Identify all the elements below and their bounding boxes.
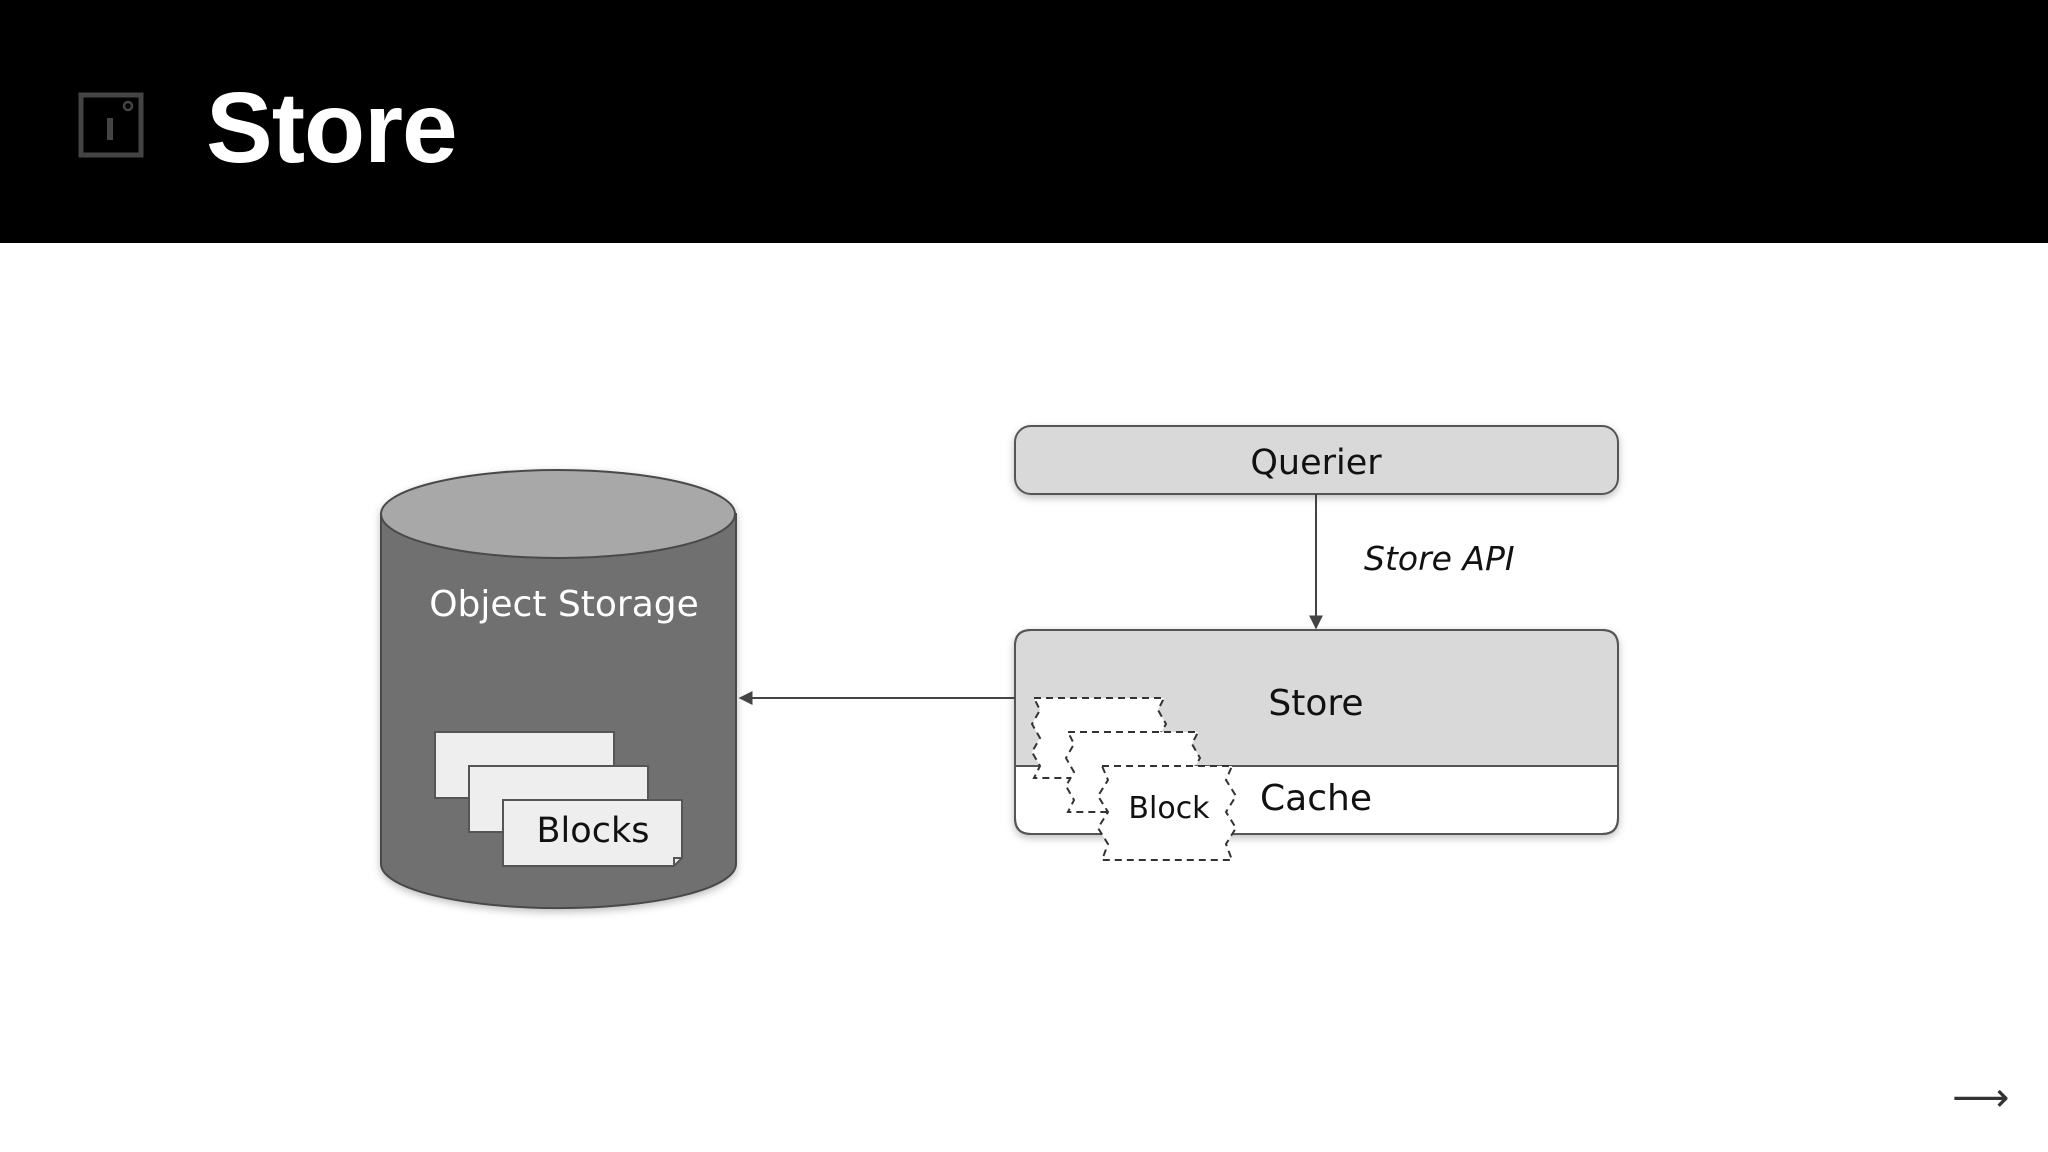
object-storage-label: Object Storage (429, 584, 699, 625)
cache-label: Cache (1260, 778, 1372, 819)
arrow-right-icon[interactable]: ⟶ (1952, 1075, 2010, 1121)
store-api-label: Store API (1364, 539, 1515, 578)
store-label: Store (1268, 683, 1363, 724)
cached-block-label: Block (1128, 791, 1210, 826)
blocks-label: Blocks (537, 811, 650, 851)
slide-title: Store (206, 72, 458, 184)
blocks-stack (434, 731, 683, 867)
cached-blocks-stack (1030, 697, 1238, 861)
slide-header: Store (0, 0, 2048, 243)
logo-icon (78, 92, 144, 158)
querier-label: Querier (1250, 443, 1382, 483)
